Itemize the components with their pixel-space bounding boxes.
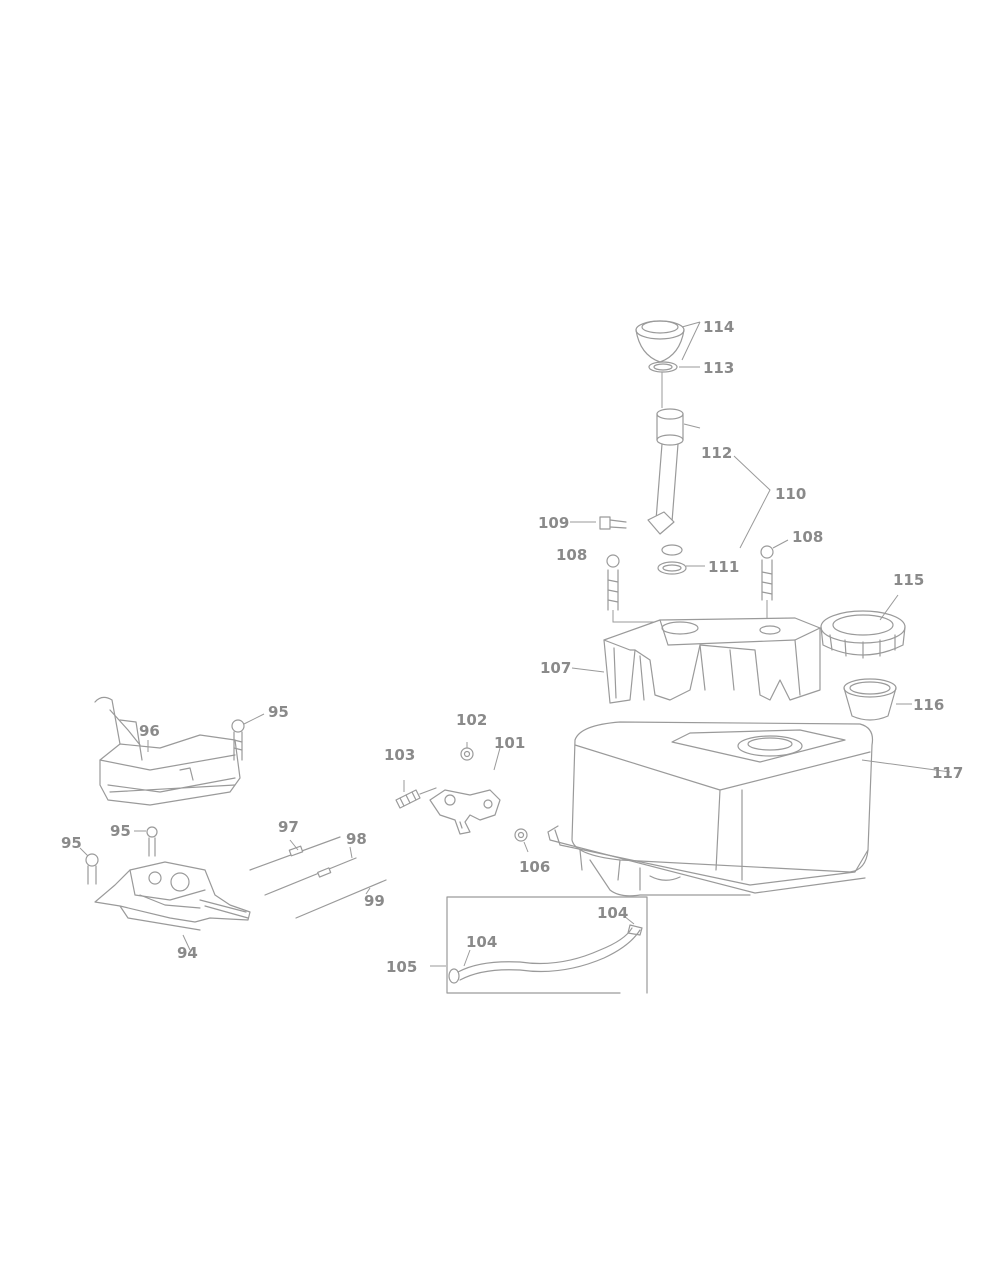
callout-102: 102 bbox=[456, 711, 487, 729]
nut-106 bbox=[514, 828, 529, 853]
callout-106: 106 bbox=[519, 858, 550, 876]
callout-95-top: 95 bbox=[268, 703, 289, 721]
clamp-105 bbox=[430, 965, 460, 984]
callout-96: 96 bbox=[139, 722, 160, 740]
callout-107: 107 bbox=[540, 659, 571, 677]
gasket-113 bbox=[648, 361, 678, 373]
callout-104-left: 104 bbox=[466, 933, 497, 951]
bolt-95-left bbox=[79, 847, 99, 885]
throttle-lever-101 bbox=[429, 747, 501, 835]
bolt-95-top bbox=[231, 713, 265, 761]
callout-110: 110 bbox=[775, 485, 806, 503]
fuel-cap-115 bbox=[820, 594, 906, 659]
callout-112: 112 bbox=[701, 444, 732, 462]
callout-99: 99 bbox=[364, 892, 385, 910]
spring-102 bbox=[460, 742, 474, 761]
fuel-cap-114 bbox=[635, 320, 685, 363]
carburetor-94 bbox=[94, 861, 251, 951]
fuel-line-104 bbox=[457, 915, 643, 981]
filler-neck-112 bbox=[647, 408, 684, 535]
callout-113: 113 bbox=[703, 359, 734, 377]
bolt-95-mid bbox=[134, 826, 158, 857]
screw-103 bbox=[395, 780, 437, 809]
tank-bracket-107 bbox=[571, 617, 821, 704]
callout-101: 101 bbox=[494, 734, 525, 752]
callout-98: 98 bbox=[346, 830, 367, 848]
air-cleaner-cover-96 bbox=[94, 696, 241, 806]
rod-99 bbox=[295, 879, 387, 919]
callout-114: 114 bbox=[703, 318, 734, 336]
callout-111: 111 bbox=[708, 558, 739, 576]
callout-115: 115 bbox=[893, 571, 924, 589]
callout-94: 94 bbox=[177, 944, 198, 962]
callout-95-left: 95 bbox=[61, 834, 82, 852]
callout-117: 117 bbox=[932, 764, 963, 782]
callout-104-right: 104 bbox=[597, 904, 628, 922]
callout-97: 97 bbox=[278, 818, 299, 836]
callout-109: 109 bbox=[538, 514, 569, 532]
fuel-tank-117 bbox=[547, 721, 951, 897]
fuel-strainer-116 bbox=[843, 678, 912, 721]
callout-103: 103 bbox=[384, 746, 415, 764]
callout-108-left: 108 bbox=[556, 546, 587, 564]
rod-97 bbox=[249, 836, 341, 871]
fuel-line-kit-box bbox=[446, 896, 648, 994]
callout-95-mid: 95 bbox=[110, 822, 131, 840]
callout-105: 105 bbox=[386, 958, 417, 976]
bolt-109 bbox=[570, 516, 627, 530]
screw-108-left bbox=[606, 554, 656, 640]
gasket-111 bbox=[657, 544, 687, 575]
callout-108-right: 108 bbox=[792, 528, 823, 546]
callout-116: 116 bbox=[913, 696, 944, 714]
rod-98 bbox=[264, 846, 357, 896]
